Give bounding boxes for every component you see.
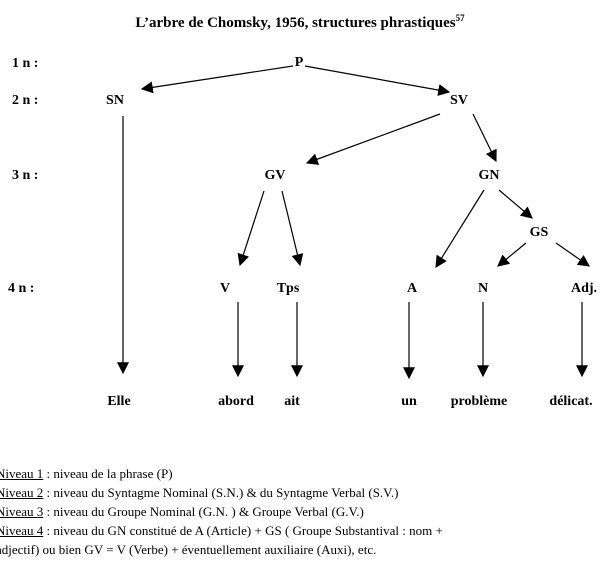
legend-line-1: Niveau 1 : niveau de la phrase (P) [0, 464, 173, 483]
title-text: L’arbre de Chomsky, 1956, structures phr… [135, 15, 456, 31]
edge-gv-v [237, 190, 265, 267]
legend-text-2: : niveau du Syntagme Nominal (S.N.) & du… [43, 485, 399, 500]
edge-gn-gs [498, 189, 533, 219]
legend-text-3: : niveau du Groupe Nominal (G.N. ) & Gro… [43, 504, 364, 519]
leaf-elle: Elle [107, 394, 130, 409]
edge-gs-adj [555, 242, 590, 267]
node-sv: SV [450, 93, 468, 108]
legend-label-4: Niveau 4 [0, 523, 44, 538]
edge-sv-gn [472, 113, 497, 163]
level-label-4: 4 n : [8, 281, 34, 296]
node-adj: Adj. [571, 281, 597, 296]
node-a: A [407, 281, 418, 296]
edge-p-sn [140, 65, 294, 94]
legend-line-5: adjectif) ou bien GV = V (Verbe) + évent… [0, 540, 376, 559]
leaf-abord: abord [218, 394, 254, 409]
level-label-3: 3 n : [12, 168, 38, 183]
edge-gs-n [497, 242, 527, 267]
leaf-un: un [401, 394, 417, 409]
legend-text-1: : niveau de la phrase (P) [43, 466, 173, 481]
node-gv: GV [265, 168, 286, 183]
legend-line-3: Niveau 3 : niveau du Groupe Nominal (G.N… [0, 502, 364, 521]
leaf-ait: ait [284, 394, 300, 409]
title-footnote: 57 [455, 13, 465, 23]
node-p: P [295, 55, 304, 70]
node-tps: Tps [277, 281, 300, 296]
node-gn: GN [479, 168, 500, 183]
node-v: V [220, 281, 230, 296]
diagram-title: L’arbre de Chomsky, 1956, structures phr… [0, 13, 600, 32]
edge-p-sv [304, 65, 451, 96]
legend-text-4: : niveau du GN constitué de A (Article) … [43, 523, 443, 538]
edge-sv-gv [305, 113, 441, 165]
legend-label-2: Niveau 2 [0, 485, 44, 500]
node-n: N [478, 281, 488, 296]
legend-text-5: adjectif) ou bien GV = V (Verbe) + évent… [0, 542, 377, 557]
legend-line-4: Niveau 4 : niveau du GN constitué de A (… [0, 521, 443, 540]
node-gs: GS [530, 225, 549, 240]
leaf-probleme: problème [451, 394, 508, 409]
legend-line-2: Niveau 2 : niveau du Syntagme Nominal (S… [0, 483, 398, 502]
edge-gv-tps [281, 190, 304, 267]
legend-label-1: Niveau 1 [0, 466, 44, 481]
level-label-1: 1 n : [12, 56, 38, 71]
node-sn: SN [106, 93, 124, 108]
legend-label-3: Niveau 3 [0, 504, 44, 519]
leaf-delicat: délicat. [549, 394, 592, 409]
edge-gn-a [435, 189, 485, 269]
level-label-2: 2 n : [12, 93, 38, 108]
